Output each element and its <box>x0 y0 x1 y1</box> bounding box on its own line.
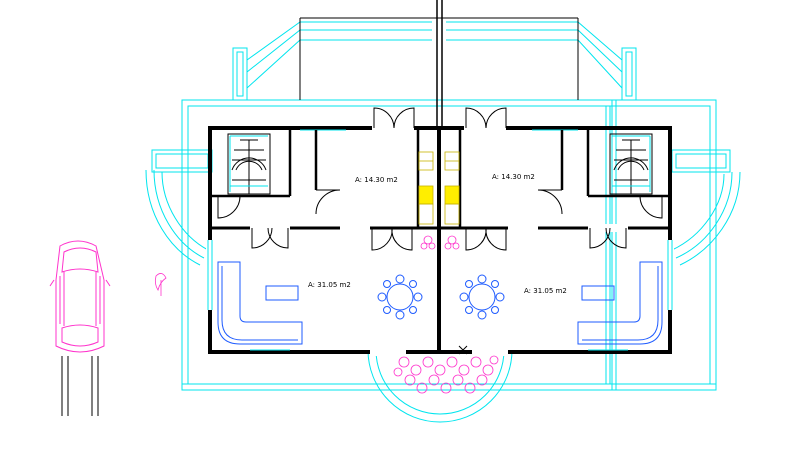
staircase-left <box>227 133 271 195</box>
entrance-marker <box>458 345 468 355</box>
parking-lines <box>61 356 99 416</box>
windows <box>207 129 673 351</box>
staircase-right-steps <box>612 135 651 192</box>
room-area-label-upper-left: A: 14.30 m2 <box>355 176 398 184</box>
exterior-walls <box>208 126 672 354</box>
doors <box>217 107 663 251</box>
site-outline <box>145 21 741 423</box>
furniture-right <box>459 261 663 345</box>
room-area-label-lower-right: A: 31.05 m2 <box>524 287 567 295</box>
wall-openings <box>206 124 674 356</box>
room-area-label-upper-right: A: 14.30 m2 <box>492 173 535 181</box>
room-area-label-lower-left: A: 31.05 m2 <box>308 281 351 289</box>
kitchen-units <box>418 151 460 225</box>
roof-outline <box>299 0 579 130</box>
interior-walls <box>210 130 670 228</box>
furniture-left <box>217 261 423 345</box>
garden-plants <box>154 235 499 394</box>
staircase-right <box>609 133 653 195</box>
car-icon <box>49 240 111 353</box>
staircase-left-steps <box>229 135 268 192</box>
